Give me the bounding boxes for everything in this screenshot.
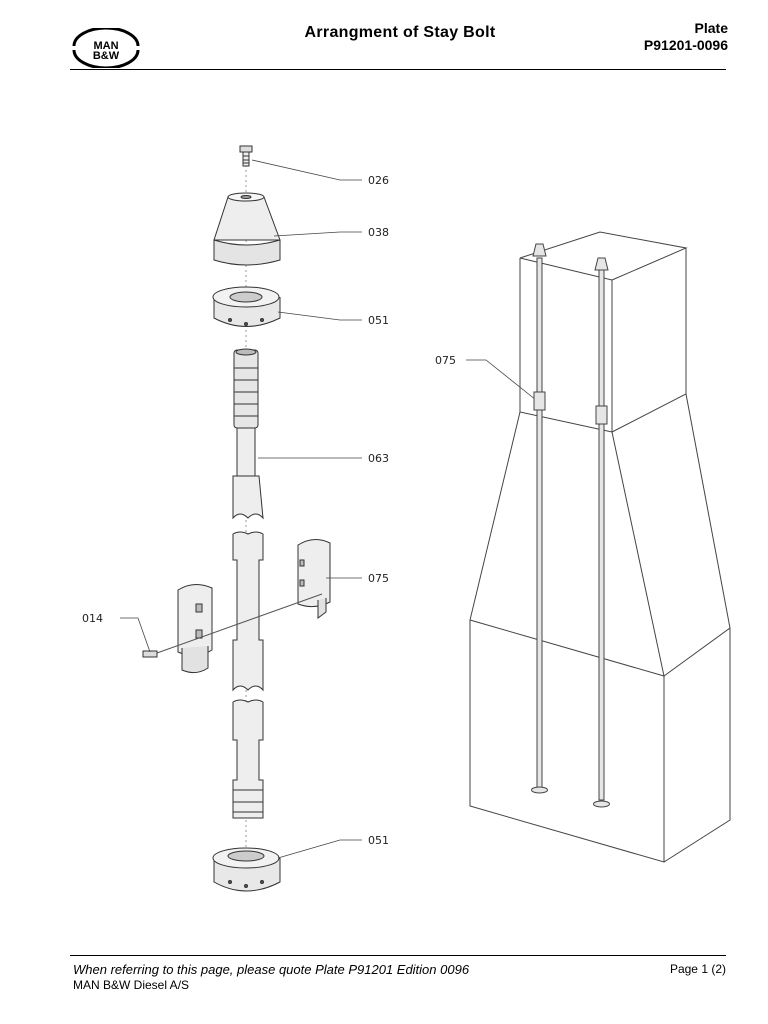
callout-051-top: 051 — [368, 314, 389, 327]
page-number: Page 1 (2) — [669, 962, 726, 976]
header-divider — [70, 69, 726, 70]
leader-051-bottom — [277, 839, 362, 859]
plate-number: P91201-0096 — [643, 37, 728, 53]
clamp-half-right — [297, 539, 331, 619]
logo-text-line1: MAN — [93, 40, 118, 52]
ring-051-bottom — [212, 847, 281, 892]
plate-label: Plate — [694, 20, 728, 36]
screw-026 — [239, 145, 253, 167]
rod-middle — [232, 531, 264, 692]
rod-lower — [232, 699, 264, 819]
callout-051-bottom: 051 — [368, 834, 389, 847]
leader-026 — [251, 159, 362, 181]
callout-063: 063 — [368, 452, 389, 465]
footer-company: MAN B&W Diesel A/S — [73, 978, 190, 992]
callout-075-left: 075 — [368, 572, 389, 585]
leader-014 — [120, 617, 151, 653]
footer-divider — [70, 955, 726, 956]
callout-038: 038 — [368, 226, 389, 239]
stay-bolts-installed — [531, 243, 610, 808]
ring-051-top — [212, 286, 281, 327]
man-bw-logo: MAN B&W — [72, 28, 140, 68]
callout-026: 026 — [368, 174, 389, 187]
logo-text-line2: B&W — [93, 50, 120, 62]
rod-063-upper — [232, 348, 264, 520]
callout-075-right: 075 — [435, 354, 456, 367]
clamp-half-left — [177, 584, 213, 674]
leader-038 — [273, 231, 362, 237]
leader-051-top — [277, 311, 362, 321]
callout-014: 014 — [82, 612, 103, 625]
engine-frame-view — [469, 231, 731, 863]
leader-075-right — [466, 359, 537, 401]
page-title: Arrangment of Stay Bolt — [304, 24, 496, 41]
cap-nut-038 — [213, 192, 281, 266]
footer-reference-note: When referring to this page, please quot… — [73, 962, 470, 977]
